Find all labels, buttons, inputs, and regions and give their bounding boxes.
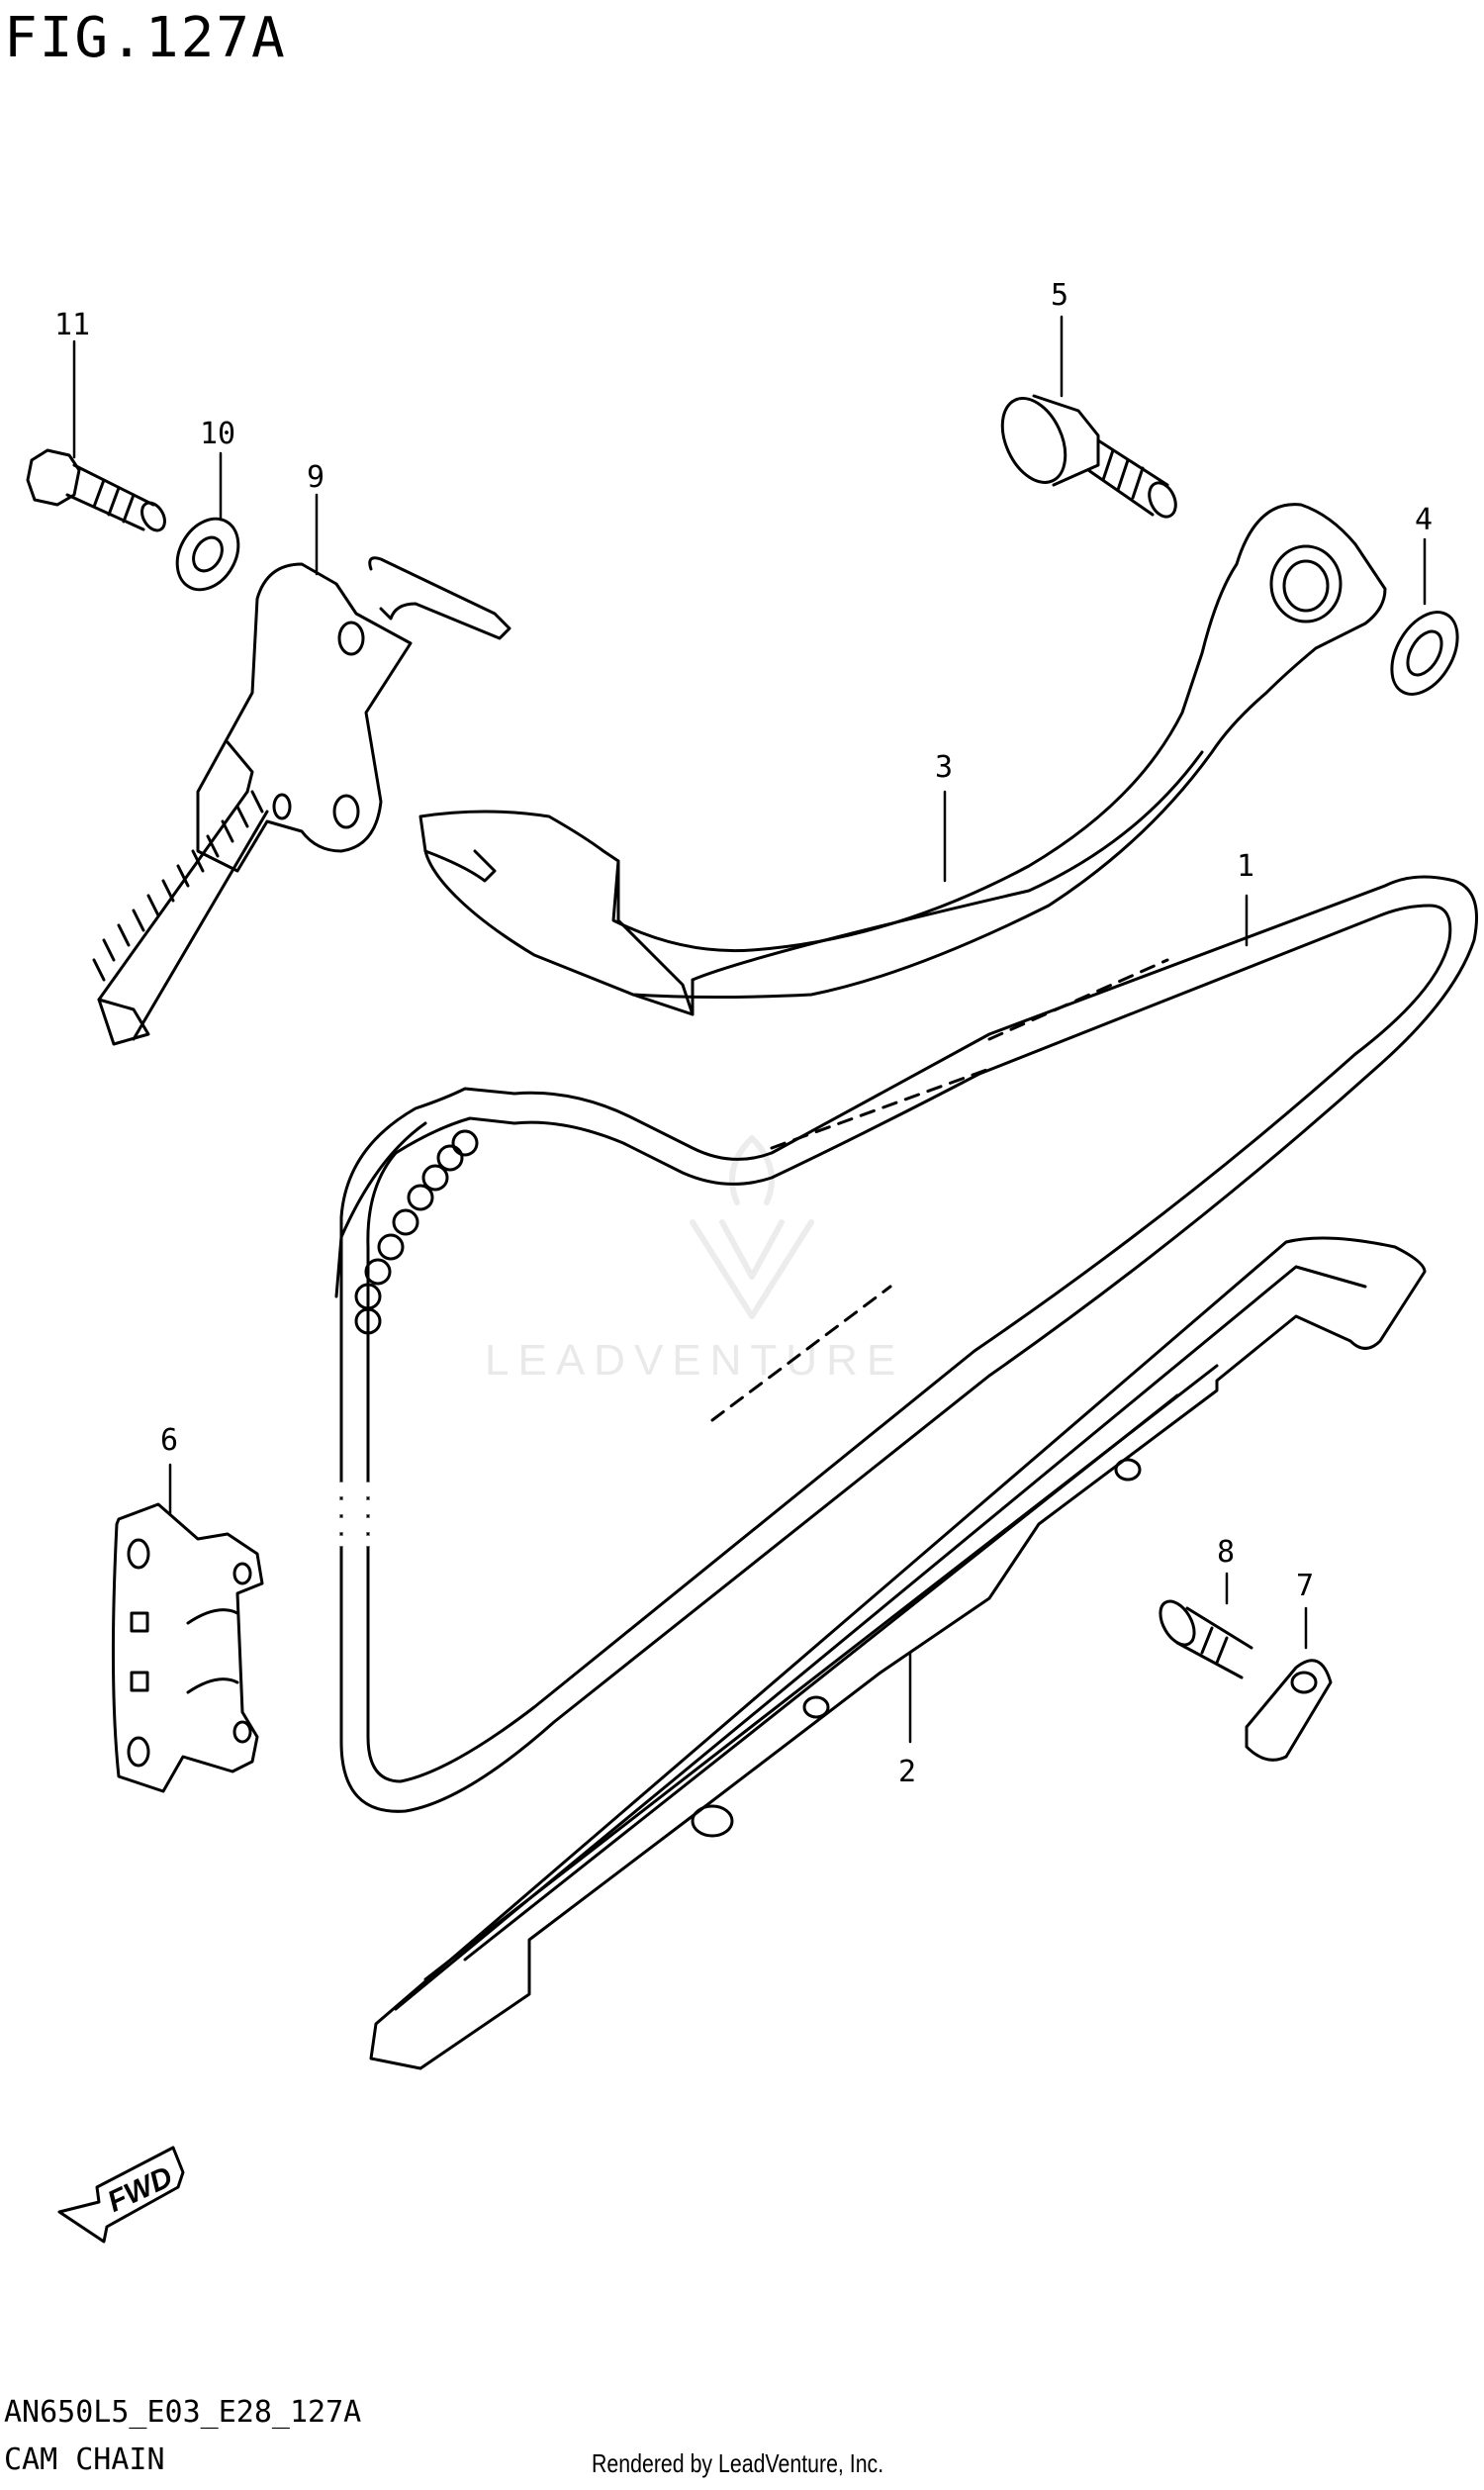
callout-1[interactable]: 1 <box>1237 849 1254 884</box>
figure-title: FIG.127A <box>4 6 287 70</box>
leader-lines <box>72 315 1427 1744</box>
tensioner-adjuster-icon <box>92 556 511 1046</box>
callout-11[interactable]: 11 <box>54 308 90 342</box>
chain-links <box>334 1121 479 1335</box>
figure-code: AN650L5_E03_E28_127A <box>4 2395 362 2430</box>
callout-4[interactable]: 4 <box>1415 503 1433 537</box>
watermark-icon <box>690 1135 814 1319</box>
cam-chain <box>334 875 1478 1813</box>
guide-bracket-icon <box>111 1502 264 1793</box>
washer-part4-icon <box>1390 611 1459 696</box>
screw-icon <box>1159 1599 1253 1679</box>
callout-8[interactable]: 8 <box>1217 1535 1235 1570</box>
fwd-label: FWD <box>103 2160 178 2219</box>
fwd-direction-arrow <box>57 2146 185 2244</box>
watermark-logo: LEADVENTURE <box>485 1336 905 1385</box>
callout-6[interactable]: 6 <box>160 1423 178 1458</box>
figure-caption: CAM CHAIN <box>4 2442 165 2477</box>
render-credit: Rendered by LeadVenture, Inc. <box>592 2448 884 2478</box>
plate-washer-icon <box>1245 1659 1333 1762</box>
tensioner-arm <box>418 503 1387 1016</box>
callout-5[interactable]: 5 <box>1051 278 1068 313</box>
chain-guide <box>369 1236 1427 2070</box>
washer-part10-icon <box>175 517 240 592</box>
shoulder-bolt-icon <box>1000 394 1177 519</box>
callout-7[interactable]: 7 <box>1296 1569 1314 1603</box>
callout-10[interactable]: 10 <box>200 417 235 451</box>
callout-9[interactable]: 9 <box>307 460 325 495</box>
callout-2[interactable]: 2 <box>898 1755 916 1789</box>
flange-bolt-icon <box>26 448 166 532</box>
callout-3[interactable]: 3 <box>935 750 953 785</box>
